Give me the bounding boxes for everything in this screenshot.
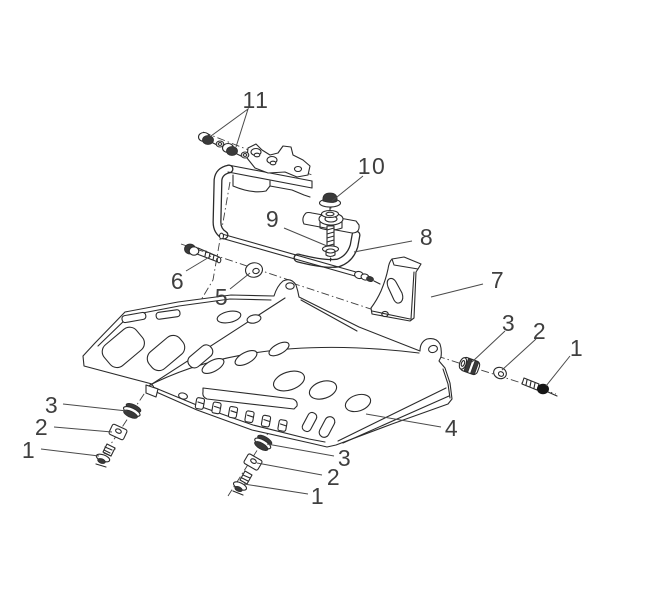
grommet-3-bottom xyxy=(254,434,273,451)
callout-labels: 11 10 9 8 7 6 5 3 2 1 4 3 2 1 3 2 1 xyxy=(22,87,584,509)
washer-2-bottom xyxy=(243,453,263,471)
callout-1-bottom: 1 xyxy=(311,483,325,509)
callout-1-left: 1 xyxy=(22,437,36,463)
washer-5 xyxy=(244,262,264,278)
stud-bolt-9 xyxy=(321,225,340,262)
front-band-square-holes xyxy=(194,397,288,432)
cap-washer-10 xyxy=(318,192,342,219)
callout-6: 6 xyxy=(171,268,185,294)
leader-lines xyxy=(40,107,571,495)
washer-2-left xyxy=(108,423,128,441)
callout-2-left: 2 xyxy=(35,414,49,440)
skid-plate xyxy=(82,279,453,448)
bolt-1-bottom xyxy=(232,470,253,496)
callout-3-left: 3 xyxy=(45,392,59,418)
callout-3-right: 3 xyxy=(502,310,516,336)
callout-2-right: 2 xyxy=(533,318,547,344)
callout-2-bottom: 2 xyxy=(327,464,341,490)
support-rod xyxy=(218,232,381,285)
callout-1-right: 1 xyxy=(570,335,584,361)
callout-5: 5 xyxy=(215,284,229,310)
bolt-1-right xyxy=(521,377,558,397)
callout-10: 10 xyxy=(358,153,387,179)
callout-11: 11 xyxy=(243,87,270,113)
side-bracket-7 xyxy=(370,256,422,322)
callout-7: 7 xyxy=(491,267,505,293)
washer-2-right xyxy=(493,366,507,380)
grommet-3-left xyxy=(122,402,142,419)
callout-8: 8 xyxy=(420,224,434,250)
frame-mount-bracket xyxy=(246,143,311,178)
callout-3-bottom: 3 xyxy=(338,445,352,471)
callout-9: 9 xyxy=(266,206,280,232)
mount-bolts-11 xyxy=(197,131,250,159)
callout-4: 4 xyxy=(445,415,459,441)
bolt-1-left xyxy=(95,443,116,468)
grommet-3-right xyxy=(458,356,481,376)
flange-bolt-6 xyxy=(184,243,222,264)
